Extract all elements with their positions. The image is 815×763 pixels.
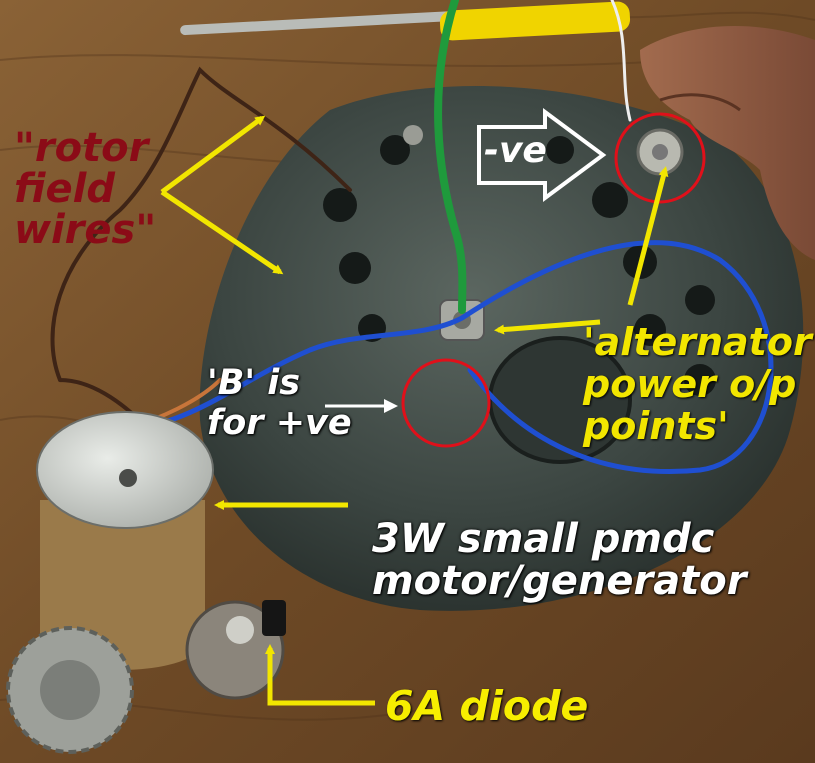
terminal-top xyxy=(403,125,423,145)
alt-label-line-3: points' xyxy=(583,403,729,448)
gear xyxy=(6,626,134,754)
vent-holes xyxy=(323,135,716,396)
alt-arrow-left xyxy=(494,319,601,335)
yellow-arrows xyxy=(160,115,669,706)
rotor-arrow-up xyxy=(160,115,266,195)
motor-label-line-1: 3W small pmdc xyxy=(372,516,715,562)
wire-green xyxy=(434,0,467,314)
diode-arrow xyxy=(265,644,375,706)
rotor-arrow-down xyxy=(160,189,284,275)
diode-label: 6A diode xyxy=(385,682,589,730)
wire-white xyxy=(610,0,632,122)
rotor-label-line-3: wires" xyxy=(14,207,157,254)
wire-blue xyxy=(127,240,774,474)
b-label-line-2: for +ve xyxy=(207,403,352,444)
negative-big-arrow xyxy=(477,108,607,202)
negative-terminal-circle xyxy=(614,112,706,204)
motor-label-line-2: motor/generator xyxy=(372,558,747,604)
alt-label-line-1: 'alternator xyxy=(583,320,812,364)
screwdriver xyxy=(180,1,631,41)
alternator-output-label: 'alternator power o/p points' xyxy=(583,320,812,448)
wires xyxy=(50,0,774,474)
rotor-label-line-2: field xyxy=(14,166,115,213)
diode-assembly xyxy=(185,600,286,700)
rotor-label-line-1: "rotor xyxy=(14,125,149,171)
alt-label-line-2: power o/p xyxy=(583,361,797,406)
diode-body xyxy=(262,600,286,636)
rotor-field-wires-label: "rotor field wires" xyxy=(14,125,157,254)
motor-label: 3W small pmdc motor/generator xyxy=(372,518,747,602)
hand xyxy=(640,26,815,260)
b-terminal-label: 'B' is for +ve xyxy=(207,363,352,444)
negative-label: -ve xyxy=(484,130,547,171)
alt-arrow-top xyxy=(627,166,669,306)
b-label-line-1: 'B' is xyxy=(207,363,301,403)
b-terminal-circle xyxy=(401,358,491,448)
